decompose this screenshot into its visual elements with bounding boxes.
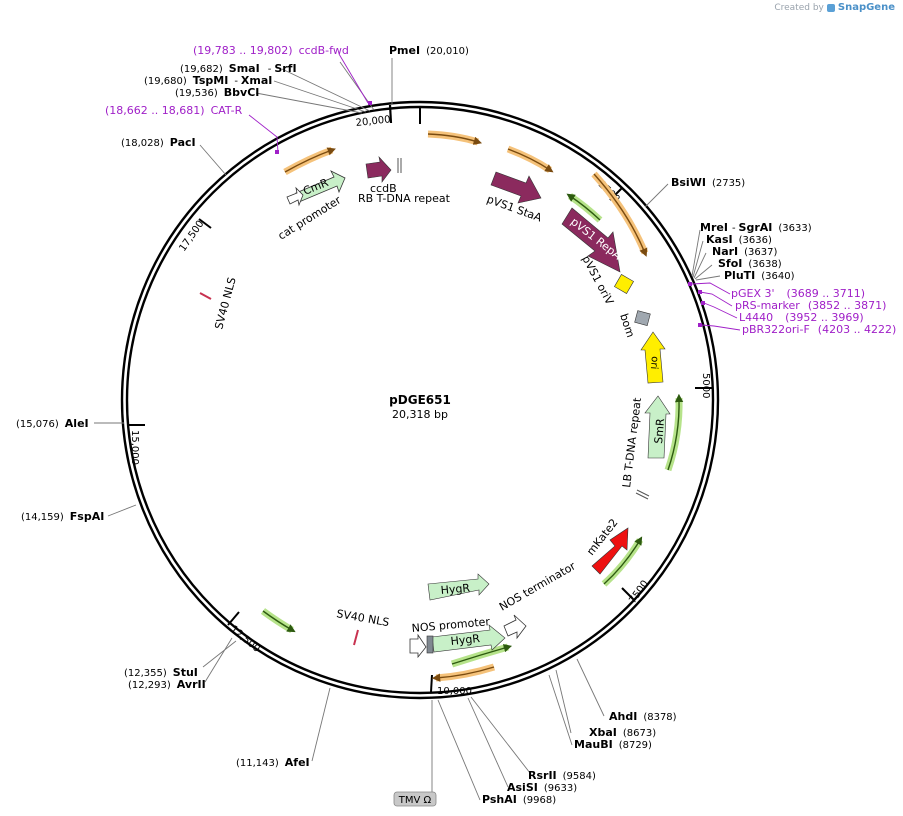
site-smai-srfi: (19,682)SmaI-SrfI [180,62,297,75]
feature-label-smr: SmR [652,418,667,445]
site-pmei: PmeI(20,010) [389,44,469,57]
site-mrei-sgrai: MreI-SgrAI(3633) [700,221,812,234]
orf-arcs [260,130,684,682]
feature-rb-repeat-mark [397,158,402,173]
feature-label-ccdb: ccdB [370,182,397,195]
primer-marker-cat-r [275,150,279,154]
tick-label-15000: 15,000 [129,430,140,465]
primer-l4440: L4440(3952 .. 3969) [739,311,864,324]
site-avrii: (12,293)AvrII [128,678,206,691]
feature-label-ori: ori [648,356,660,370]
orf-arc-rev [435,663,496,682]
feature-ccdb-arrow [365,156,392,183]
primer-marker-prs [698,290,702,294]
site-alei: (15,076)AleI [16,417,89,430]
primer-marker-pgex [688,282,692,286]
feature-label-lb-repeat: LB T-DNA repeat [620,396,644,488]
site-sfoi: SfoI(3638) [718,257,782,270]
site-leaders [94,58,721,801]
feature-pvs1-staa-arrow [490,171,542,204]
feature-label-hygr-a: HygR [440,581,471,597]
primer-marker-pbr322 [698,323,702,327]
backbone [120,100,720,700]
site-kasi: KasI(3636) [706,233,772,246]
primer-marker-l4440 [701,301,705,305]
brand-prefix: Created by [774,2,824,13]
plasmid-name: pDGE651 [389,393,451,407]
tick-label-5000: 5000 [700,373,711,398]
feature-label-sv40-nls-b: SV40 NLS [335,607,390,629]
tmv-omega-badge: TMV Ω [393,700,437,807]
site-bbvci: (19,536)BbvCI [175,86,259,99]
site-maubi: MauBI(8729) [574,738,652,751]
site-pluti: PluTI(3640) [724,269,795,282]
feature-label-bom: bom [617,312,637,339]
primer-pgex: pGEX 3'(3689 .. 3711) [731,287,865,300]
primer-labels: (19,783 .. 19,802)ccdB-fwd (18,662 .. 18… [105,44,896,336]
site-stui: (12,355)StuI [124,666,198,679]
feature-label-sv40-nls-a: SV40 NLS [212,276,238,331]
primer-ccdb-fwd: (19,783 .. 19,802)ccdB-fwd [193,44,349,57]
site-bsiwi: BsiWI(2735) [671,176,745,189]
tick-label-20000: 20,000 [355,114,391,129]
tick-label-10000: 10,000 [437,686,472,697]
feature-label-hygr-b: HygR [450,632,481,648]
site-nari: NarI(3637) [712,245,778,258]
feature-label-cat-promoter: cat promoter [276,193,344,242]
feature-pvs1-oriv-box [614,274,634,294]
primer-cat-r: (18,662 .. 18,681)CAT-R [105,104,243,117]
feature-smr: SmR [644,395,671,459]
tmv-omega-label: TMV Ω [398,795,432,806]
brand-name: SnapGene [837,2,895,13]
site-rsrii: RsrII(9584) [528,769,596,782]
site-afei: (11,143)AfeI [236,756,310,769]
feature-nos-promoter-arrow [409,633,427,659]
feature-hygr-b: HygR [431,624,506,653]
primer-marker-ccdb-fwd [368,101,372,105]
site-pshai: PshAI(9968) [482,793,556,806]
primer-pbr322ori-f: pBR322ori-F(4203 .. 4222) [742,323,896,336]
site-fspai: (14,159)FspAI [21,510,104,523]
restriction-site-labels: PmeI(20,010) BsiWI(2735) MreI-SgrAI(3633… [16,44,812,806]
primer-prs-marker: pRS-marker(3852 .. 3871) [735,299,886,312]
site-tspmi-xmai: (19,680)TspMI-XmaI [144,74,272,87]
feature-hygr-a: HygR [427,573,490,601]
snapgene-brand: Created by SnapGene [774,2,895,13]
plasmid-length: 20,318 bp [392,408,448,421]
feature-label-rb-repeat: RB T-DNA repeat [358,192,451,205]
feature-nos-promoter-box [426,635,434,654]
feature-label-nos-terminator: NOS terminator [497,559,578,613]
feature-lb-repeat-mark [635,489,650,500]
site-paci: (18,028)PacI [121,136,196,149]
tick-label-12500: 12,500 [228,624,262,655]
tick-label-17500: 17,500 [177,219,206,254]
feature-mkate2-arrow [591,527,629,575]
feature-bom-box [634,310,651,326]
primer-leaders [248,53,741,331]
site-ahdi: AhdI(8378) [609,710,677,723]
site-xbai: XbaI(8673) [589,726,656,739]
feature-ori: ori [640,331,666,384]
feature-sv40-nls-a-mark [199,292,212,300]
feature-sv40-nls-b-mark [353,629,359,646]
primer-markers [275,101,705,327]
snapgene-logo-icon [826,3,835,12]
orf-arc-1 [427,130,480,146]
site-asisi: AsiSI(9633) [507,781,577,794]
feature-cat-promoter-arrow [286,186,304,207]
feature-nos-terminator-arrow [503,614,527,640]
